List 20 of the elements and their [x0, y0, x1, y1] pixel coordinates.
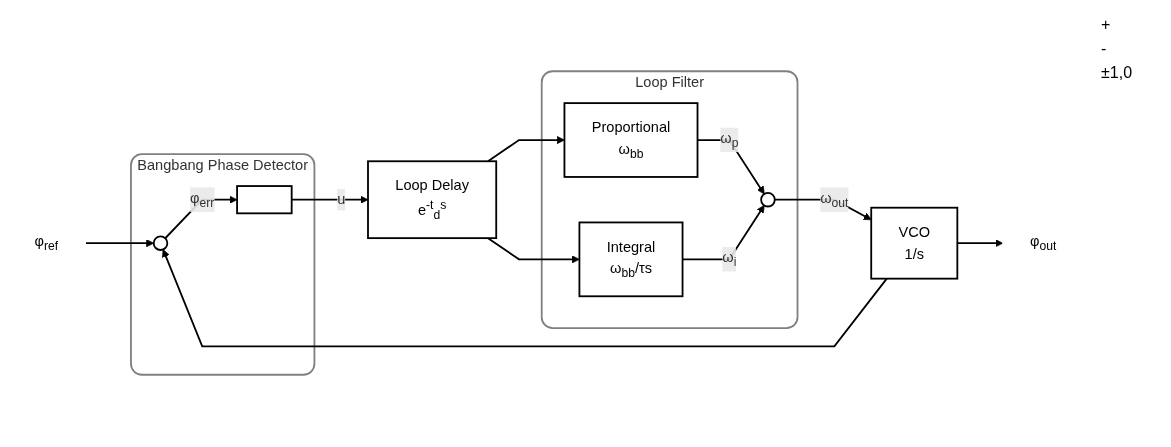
- note: +: [1101, 16, 1112, 34]
- node-circle: [152, 235, 169, 252]
- edge-label: ω$_{out}$: [820, 190, 849, 210]
- node-text: φ$_{ref}$: [34, 234, 59, 254]
- arrow: [162, 249, 888, 348]
- note: ±1,0: [1101, 64, 1134, 82]
- node-box: [236, 185, 293, 215]
- arrow: [487, 136, 565, 163]
- node-circle: [760, 192, 776, 208]
- note: -: [1101, 40, 1108, 58]
- node-box: VCO 1/s: [870, 207, 959, 281]
- node-box: Proportional ω$_{bb}$: [563, 102, 699, 179]
- node-text: φ$_{out}$: [1030, 234, 1057, 254]
- edge-label: ω$_{p}$: [720, 130, 739, 151]
- edge-label: u: [337, 191, 346, 208]
- node-box: Integral ω$_{bb}$/τs: [578, 222, 684, 298]
- arrow: [487, 237, 580, 264]
- edge-label: φ$_{err}$: [190, 190, 215, 210]
- edge-label: ω$_{i}$: [722, 250, 737, 270]
- arrow: [84, 239, 155, 248]
